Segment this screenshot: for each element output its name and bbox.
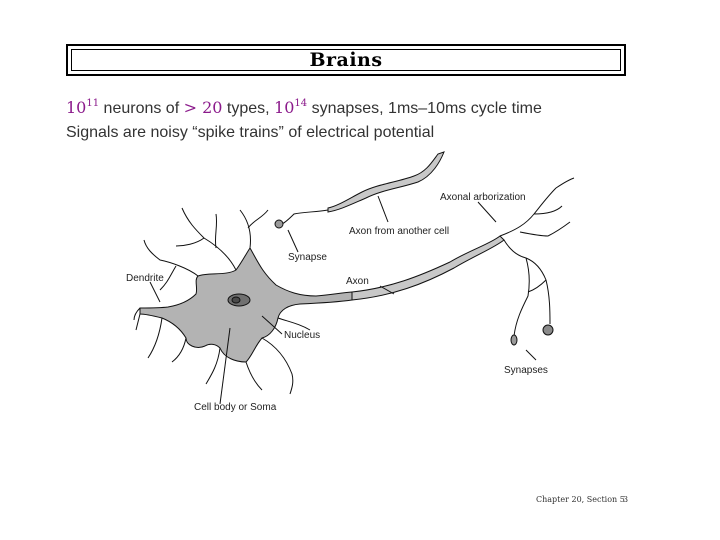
types-math: > 20 <box>183 98 223 117</box>
axon-shape <box>351 235 505 301</box>
neurons-text: neurons of <box>99 100 184 117</box>
line1-rest: synapses, 1ms–10ms cycle time <box>307 100 542 117</box>
slide-title: Brains <box>309 49 383 71</box>
synapses-exponent: 1014 <box>274 98 308 117</box>
body-line-1: 1011 neurons of > 20 types, 1014 synapse… <box>66 92 542 121</box>
neurons-exponent: 1011 <box>66 98 100 117</box>
slide-body: 1011 neurons of > 20 types, 1014 synapse… <box>66 92 542 145</box>
label-axon: Axon <box>346 276 369 287</box>
types-text: types, <box>222 100 275 117</box>
label-cell-body: Cell body or Soma <box>194 402 277 413</box>
label-dendrite: Dendrite <box>126 273 164 284</box>
label-axon-from-another-cell: Axon from another cell <box>349 226 449 237</box>
footer-page-number: 3 <box>623 495 629 504</box>
label-synapses: Synapses <box>504 365 548 376</box>
label-nucleus: Nucleus <box>284 330 320 341</box>
label-axonal-arborization: Axonal arborization <box>440 192 526 203</box>
synapse-circle-top <box>274 219 284 229</box>
slide-title-inner-border: Brains <box>71 49 621 71</box>
synapse-ellipse-2 <box>510 334 518 346</box>
slide-title-box: Brains <box>66 44 626 76</box>
body-line-2: Signals are noisy “spike trains” of elec… <box>66 124 435 141</box>
synapse-circle-1 <box>542 324 554 336</box>
footer-chapter: Chapter 20, Section 5 <box>536 495 625 504</box>
axon-from-another-cell-shape <box>327 151 445 213</box>
label-synapse: Synapse <box>288 252 327 263</box>
